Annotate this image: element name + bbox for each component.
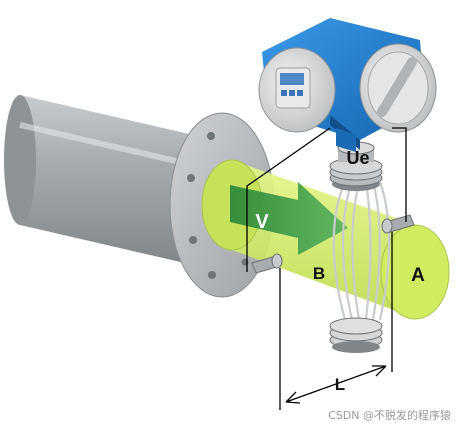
- label-induced-voltage: Ue: [346, 148, 369, 168]
- flange-bolt-hole: [207, 132, 215, 140]
- display-key: [289, 90, 295, 96]
- display-key: [281, 90, 287, 96]
- dimension-arrow-left: [285, 391, 301, 404]
- lower-coil: [329, 317, 383, 353]
- label-cross-section-area: A: [411, 265, 425, 286]
- measurement-lines: [246, 127, 407, 410]
- velocity-arrow: [230, 182, 348, 255]
- flange-bolt-hole: [187, 174, 195, 182]
- coil-wires: [332, 181, 391, 321]
- electrode-left: [251, 253, 283, 274]
- flange-bolt-hole: [208, 271, 216, 279]
- display-key: [297, 90, 303, 96]
- label-flow-velocity: V: [255, 211, 269, 233]
- dimension-arrow-right: [372, 365, 387, 377]
- display-screen: [280, 73, 304, 85]
- flange-bolt-hole: [189, 236, 197, 244]
- watermark-text: CSDN @不脱发的程序猿: [328, 409, 451, 422]
- transmitter-housing: [258, 18, 437, 152]
- upper-coil: [329, 141, 383, 191]
- terminal-cover: [359, 43, 437, 133]
- signal-wire-right: [392, 127, 407, 222]
- dimension-line-l: [285, 365, 387, 403]
- pipe-cross-section: [380, 224, 450, 320]
- electrode-right: [381, 214, 415, 234]
- display-cover: [258, 47, 336, 133]
- label-magnetic-field: B: [313, 264, 325, 283]
- signal-wire-left: [246, 127, 331, 272]
- label-electrode-distance: L: [335, 375, 345, 394]
